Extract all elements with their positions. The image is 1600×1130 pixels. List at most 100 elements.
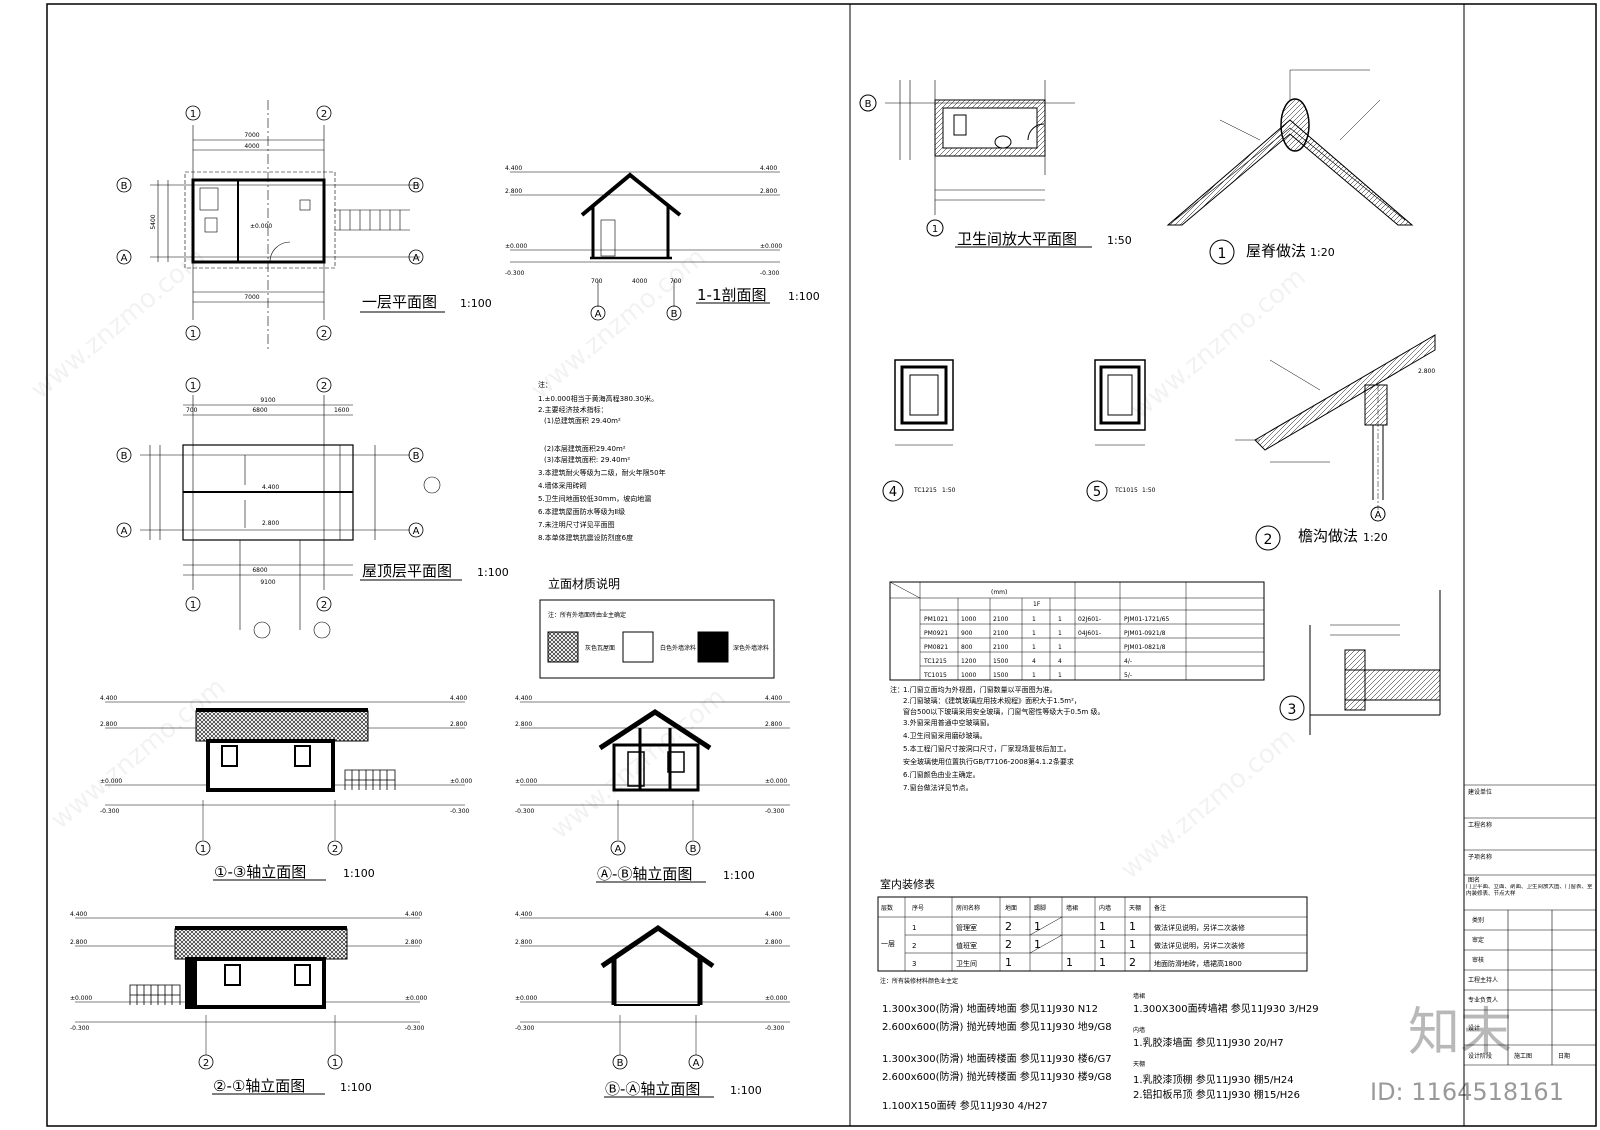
interior-table-cell: 值班室 <box>956 941 977 950</box>
roof-grid-b-l: B <box>121 451 128 462</box>
door-table-cell: 800 <box>961 644 973 651</box>
wm-brand: 知末 <box>1408 1003 1512 1063</box>
ridge-detail: 1 屋脊做法 1:20 <box>1166 69 1414 265</box>
e21-grid-1: 1 <box>332 1058 338 1069</box>
elevation-a-b: 4.400 2.800 ±0.000 -0.300 4.400 2.800 ±0… <box>515 695 790 883</box>
door-table-cell: 1 <box>1032 630 1036 637</box>
roof-grid-2-bot: 2 <box>321 600 327 611</box>
interior-table-cell: 1 <box>1034 938 1041 951</box>
interior-table-cell: 管理室 <box>956 923 977 932</box>
eab-lvl-zero-l: ±0.000 <box>515 778 537 785</box>
int-right-head-3: 天棚 <box>1133 1060 1145 1068</box>
interior-table-cell: 1 <box>912 924 916 932</box>
note-line-2: 2.主要经济技术指标： <box>538 405 608 414</box>
floor-level: ±0.000 <box>250 223 272 230</box>
note-line-8: 5.卫生间地面较低30mm，坡向地漏 <box>538 494 651 503</box>
interior-table-cell: 2 <box>1129 956 1136 969</box>
interior-header-cell: 地面 <box>1005 904 1017 912</box>
roof-level-eave: 2.800 <box>262 520 279 527</box>
door-table-cell: PJM01-0821/8 <box>1124 644 1166 651</box>
tc1215-scale: 1:50 <box>942 487 956 494</box>
roof-grid-a-l: A <box>121 526 128 537</box>
eab-lvl-below-l: -0.300 <box>515 808 535 815</box>
interior-table-cell: 做法详见说明，另详二次装修 <box>1154 923 1245 932</box>
roof-dim-total: 9100 <box>260 397 275 404</box>
elev-ab-scale: 1:100 <box>723 869 755 882</box>
door-table-cell: 900 <box>961 630 973 637</box>
floor-plan: 7000 4000 7000 5400 ±0.000 1 2 1 2 B A B… <box>116 100 492 350</box>
interior-table-cell: 1 <box>1129 920 1136 933</box>
floor-plan-title: 一层平面图 <box>362 293 437 311</box>
e13-lvl-below-l: -0.300 <box>100 808 120 815</box>
gutter-level: 2.800 <box>1418 368 1435 375</box>
roof-dim-seg: 6800 <box>252 407 267 414</box>
grid-a-left: A <box>121 253 128 264</box>
eba-lvl-top-r: 4.400 <box>765 911 782 918</box>
tc1015-label: TC1015 <box>1114 487 1138 494</box>
swatch-dark <box>697 631 729 663</box>
door-note-1: 1.门窗立面均为外视图，门窗数量以平面图为准。 <box>903 685 1057 694</box>
door-table-cell: 4 <box>1058 658 1062 665</box>
interior-table-cell: 2 <box>1005 938 1012 951</box>
door-table-cell: 1500 <box>993 672 1008 679</box>
e13-lvl-top-l: 4.400 <box>100 695 117 702</box>
e13-lvl-top-r: 4.400 <box>450 695 467 702</box>
roof-grid-1-top: 1 <box>190 381 196 392</box>
door-table-cell: 5/- <box>1124 672 1132 679</box>
door-note-3: 窗台500以下玻璃采用安全玻璃，门窗气密性等级大于0.5m 级。 <box>903 707 1105 716</box>
general-notes: 注： 1.±0.000相当于黄海高程380.30米。 2.主要经济技术指标： (… <box>538 380 666 542</box>
tb-role-5: 设计 <box>1468 1024 1480 1032</box>
roof-dim-side: 700 <box>186 407 198 414</box>
section-scale: 1:100 <box>788 290 820 303</box>
interior-notes-head: 注：所有装修材料颜色业主定 <box>880 977 958 985</box>
window-tc1015: 5 TC1015 1:50 <box>1086 359 1156 502</box>
tb-role-6: 设计阶段 <box>1468 1052 1492 1060</box>
tb-drawing-name: 门卫平面、立面、剖面、卫生间放大图、门窗表、室内装修表、节点大样 <box>1466 884 1593 897</box>
interior-table-cell: 1 <box>1099 920 1106 933</box>
grid-2-top: 2 <box>321 109 327 120</box>
sec-grid-a: A <box>595 309 602 320</box>
wm-6: www.znzmo.com <box>1115 722 1301 885</box>
interior-table-cell: 1 <box>1066 956 1073 969</box>
door-note-6: 5.本工程门窗尺寸按洞口尺寸，厂家现场复核后加工。 <box>903 744 1071 753</box>
tb-role-3: 工程主持人 <box>1468 976 1498 984</box>
tc1015-num: 5 <box>1093 485 1101 500</box>
interior-header-cell: 序号 <box>912 904 924 912</box>
e21-grid-2: 2 <box>203 1058 209 1069</box>
gutter-num: 2 <box>1264 532 1273 548</box>
elevation-2-1: 4.400 2.800 ±0.000 -0.300 4.400 2.800 ±0… <box>70 911 427 1095</box>
ridge-scale: 1:20 <box>1310 246 1335 259</box>
wm-id: ID: 1164518161 <box>1370 1078 1564 1106</box>
e13-grid-2: 2 <box>332 844 338 855</box>
door-table-cell: 1000 <box>961 672 976 679</box>
roof-plan: 9100 6800 700 1600 6800 9100 4.400 2.800… <box>116 377 509 639</box>
interior-header-cell: 内墙 <box>1099 904 1111 912</box>
eba-lvl-eave-l: 2.800 <box>515 939 532 946</box>
roof-grid-b-r: B <box>413 451 420 462</box>
title-block: 建设单位 工程名称 子项名称 图名 门卫平面、立面、剖面、卫生间放大图、门窗表、… <box>1464 784 1596 1066</box>
wm-4: www.znzmo.com <box>545 682 731 845</box>
sec-grid-b: B <box>671 309 678 320</box>
wm-1: www.znzmo.com <box>25 242 211 405</box>
sec-dim-a: 700 <box>591 278 603 285</box>
gutter-scale: 1:20 <box>1363 531 1388 544</box>
tb-client: 建设单位 <box>1468 788 1492 796</box>
eab-lvl-below-r: -0.300 <box>765 808 785 815</box>
sec-lvl-zero-r: ±0.000 <box>760 243 782 250</box>
door-table-cell: 1 <box>1032 644 1036 651</box>
gutter-title: 檐沟做法 <box>1298 527 1358 545</box>
eab-grid-b: B <box>690 844 697 855</box>
floor-dim-bot: 7000 <box>244 294 259 301</box>
eba-lvl-zero-l: ±0.000 <box>515 995 537 1002</box>
tb-date: 日期 <box>1558 1052 1570 1060</box>
door-table-cell: 04J601- <box>1078 630 1101 637</box>
door-table-unit: (mm) <box>991 589 1007 596</box>
floor-plan-scale: 1:100 <box>460 297 492 310</box>
sec-lvl-eave-r: 2.800 <box>760 188 777 195</box>
elev-ab-title: Ⓐ-Ⓑ轴立面图 <box>597 865 692 883</box>
int-right-head-2: 内墙 <box>1133 1026 1145 1034</box>
grid-b-right: B <box>413 181 420 192</box>
material-legend: 立面材质说明 注：所有外墙面砖由业主确定 灰色瓦屋面 白色外墙涂料 深色外墙涂料 <box>539 576 775 679</box>
